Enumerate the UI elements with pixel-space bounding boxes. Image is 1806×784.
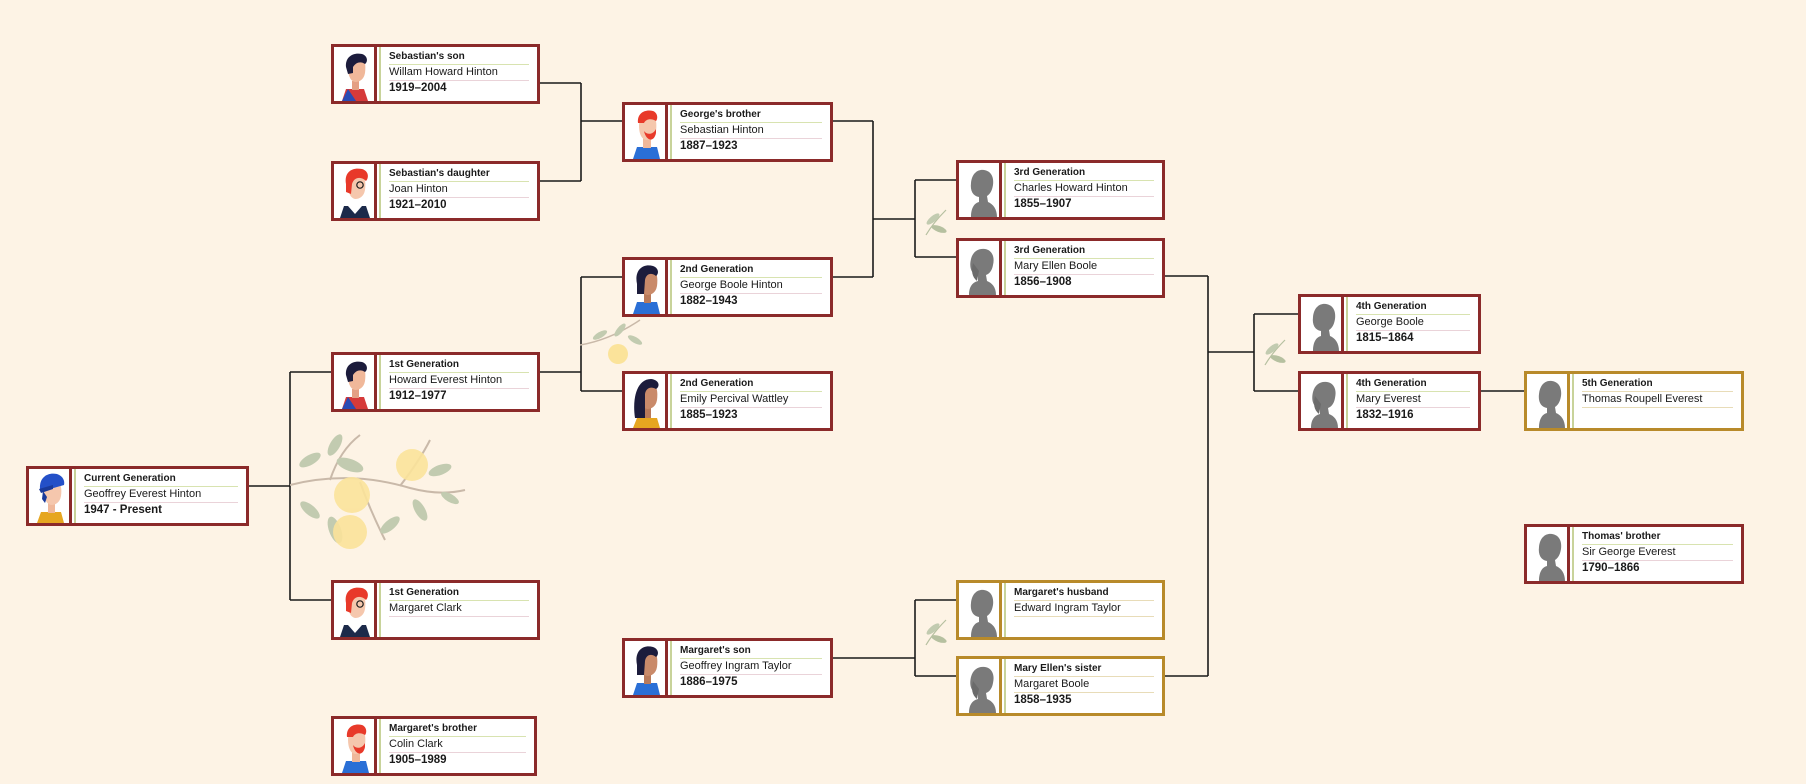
- generation-label: 5th Generation: [1582, 376, 1733, 392]
- small-branch-icon: [580, 319, 643, 364]
- generation-label: 4th Generation: [1356, 376, 1470, 392]
- person-years: 1947 - Present: [84, 504, 162, 516]
- person-card-colin-clark[interactable]: Margaret's brother Colin Clark 1905–1989: [331, 716, 537, 776]
- person-name: George Boole: [1356, 315, 1470, 331]
- person-name: Edward Ingram Taylor: [1014, 601, 1154, 617]
- woman-red-hair-glasses-icon: [334, 583, 377, 637]
- person-name: Colin Clark: [389, 737, 526, 753]
- woman-red-hair-glasses-icon: [334, 164, 377, 218]
- person-years: 1832–1916: [1356, 409, 1414, 421]
- silhouette-man-icon: [1527, 527, 1570, 581]
- person-years: [1582, 408, 1733, 423]
- generation-label: 3rd Generation: [1014, 243, 1154, 259]
- person-card-geoffrey-everest-hinton[interactable]: Current Generation Geoffrey Everest Hint…: [26, 466, 249, 526]
- man-dark-hair-icon: [334, 355, 377, 409]
- person-card-margaret-clark[interactable]: 1st Generation Margaret Clark: [331, 580, 540, 640]
- woman-long-hair-icon: [625, 374, 668, 428]
- person-card-george-boole-hinton[interactable]: 2nd Generation George Boole Hinton 1882–…: [622, 257, 833, 317]
- person-name: Willam Howard Hinton: [389, 65, 529, 81]
- silhouette-woman-icon: [959, 241, 1002, 295]
- lemon-branch-icon: [290, 434, 466, 549]
- person-card-charles-howard-hinton[interactable]: 3rd Generation Charles Howard Hinton 185…: [956, 160, 1165, 220]
- person-name: Geoffrey Everest Hinton: [84, 487, 238, 503]
- person-name: Margaret Clark: [389, 601, 529, 617]
- generation-label: 4th Generation: [1356, 299, 1470, 315]
- person-years: 1882–1943: [680, 295, 738, 307]
- boy-blue-cap-icon: [29, 469, 72, 523]
- leaf-sprig-icon: [1264, 339, 1286, 366]
- generation-label: 1st Generation: [389, 585, 529, 601]
- silhouette-man-icon: [959, 163, 1002, 217]
- person-years: 1815–1864: [1356, 332, 1414, 344]
- person-card-geoffrey-ingram-taylor[interactable]: Margaret's son Geoffrey Ingram Taylor 18…: [622, 638, 833, 698]
- man-red-beard-icon: [334, 719, 377, 773]
- person-years: 1912–1977: [389, 390, 447, 402]
- person-card-margaret-boole[interactable]: Mary Ellen's sister Margaret Boole 1858–…: [956, 656, 1165, 716]
- person-years: 1858–1935: [1014, 694, 1072, 706]
- generation-label: 2nd Generation: [680, 262, 822, 278]
- silhouette-man-icon: [1301, 297, 1344, 351]
- person-card-sir-george-everest[interactable]: Thomas' brother Sir George Everest 1790–…: [1524, 524, 1744, 584]
- silhouette-man-icon: [959, 583, 1002, 637]
- person-years: 1855–1907: [1014, 198, 1072, 210]
- person-name: Margaret Boole: [1014, 677, 1154, 693]
- person-years: [389, 617, 529, 632]
- person-years: 1790–1866: [1582, 562, 1640, 574]
- relation-label: Sebastian's daughter: [389, 166, 529, 182]
- generation-label: 2nd Generation: [680, 376, 822, 392]
- person-name: Mary Ellen Boole: [1014, 259, 1154, 275]
- relation-label: Thomas' brother: [1582, 529, 1733, 545]
- man-red-beard-icon: [625, 105, 668, 159]
- person-years: 1885–1923: [680, 409, 738, 421]
- person-card-sebastian-hinton[interactable]: George's brother Sebastian Hinton 1887–1…: [622, 102, 833, 162]
- person-years: 1905–1989: [389, 754, 447, 766]
- person-years: 1921–2010: [389, 199, 447, 211]
- person-name: Thomas Roupell Everest: [1582, 392, 1733, 408]
- relation-label: Mary Ellen's sister: [1014, 661, 1154, 677]
- silhouette-man-icon: [1527, 374, 1570, 428]
- person-name: Charles Howard Hinton: [1014, 181, 1154, 197]
- generation-label: 3rd Generation: [1014, 165, 1154, 181]
- man-dark-hair-icon: [334, 47, 377, 101]
- generation-label: Current Generation: [84, 471, 238, 487]
- silhouette-woman-icon: [1301, 374, 1344, 428]
- person-name: Joan Hinton: [389, 182, 529, 198]
- person-card-william-howard-hinton[interactable]: Sebastian's son Willam Howard Hinton 191…: [331, 44, 540, 104]
- person-years: 1919–2004: [389, 82, 447, 94]
- person-card-thomas-roupell-everest[interactable]: 5th Generation Thomas Roupell Everest: [1524, 371, 1744, 431]
- person-card-george-boole[interactable]: 4th Generation George Boole 1815–1864: [1298, 294, 1481, 354]
- person-name: Geoffrey Ingram Taylor: [680, 659, 822, 675]
- silhouette-woman-icon: [959, 659, 1002, 713]
- person-name: George Boole Hinton: [680, 278, 822, 294]
- relation-label: Margaret's husband: [1014, 585, 1154, 601]
- person-card-howard-everest-hinton[interactable]: 1st Generation Howard Everest Hinton 191…: [331, 352, 540, 412]
- leaf-sprig-icon: [925, 209, 947, 236]
- relation-label: Margaret's brother: [389, 721, 526, 737]
- relation-label: Sebastian's son: [389, 49, 529, 65]
- relation-label: Margaret's son: [680, 643, 822, 659]
- person-years: 1886–1975: [680, 676, 738, 688]
- person-name: Sir George Everest: [1582, 545, 1733, 561]
- person-years: 1856–1908: [1014, 276, 1072, 288]
- leaf-sprig-icon: [925, 619, 947, 646]
- person-years: 1887–1923: [680, 140, 738, 152]
- person-card-emily-percival-wattley[interactable]: 2nd Generation Emily Percival Wattley 18…: [622, 371, 833, 431]
- person-card-mary-everest[interactable]: 4th Generation Mary Everest 1832–1916: [1298, 371, 1481, 431]
- person-name: Emily Percival Wattley: [680, 392, 822, 408]
- person-years: [1014, 617, 1154, 632]
- person-card-joan-hinton[interactable]: Sebastian's daughter Joan Hinton 1921–20…: [331, 161, 540, 221]
- person-name: Howard Everest Hinton: [389, 373, 529, 389]
- person-name: Mary Everest: [1356, 392, 1470, 408]
- person-card-mary-ellen-boole[interactable]: 3rd Generation Mary Ellen Boole 1856–190…: [956, 238, 1165, 298]
- relation-label: George's brother: [680, 107, 822, 123]
- person-card-edward-ingram-taylor[interactable]: Margaret's husband Edward Ingram Taylor: [956, 580, 1165, 640]
- woman-dark-hair-icon: [625, 260, 668, 314]
- person-name: Sebastian Hinton: [680, 123, 822, 139]
- generation-label: 1st Generation: [389, 357, 529, 373]
- woman-dark-hair-icon: [625, 641, 668, 695]
